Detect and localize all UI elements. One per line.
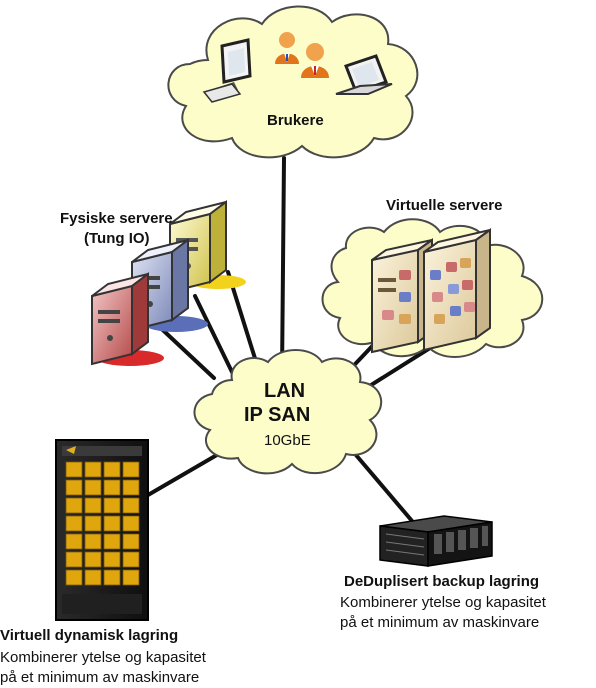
- storage-drive-bay: [103, 497, 121, 514]
- storage-drive-bay: [84, 479, 102, 496]
- link-blue-server: [193, 294, 234, 374]
- network-label-speed: 10GbE: [264, 432, 311, 449]
- laptop-icon: [335, 54, 393, 95]
- backup-storage-desc-1: Kombinerer ytelse og kapasitet: [340, 594, 546, 611]
- storage-drive-bay: [84, 461, 102, 478]
- virtual-storage-desc-1: Kombinerer ytelse og kapasitet: [0, 649, 206, 666]
- link-storage: [146, 450, 224, 497]
- storage-drive-bay: [122, 461, 140, 478]
- storage-drive-bay: [122, 479, 140, 496]
- storage-drive-bay: [103, 479, 121, 496]
- users-label: Brukere: [267, 112, 324, 129]
- link-backup: [348, 446, 420, 530]
- storage-drive-bay: [122, 533, 140, 550]
- storage-drive-bay: [84, 533, 102, 550]
- storage-drive-bay: [122, 515, 140, 532]
- storage-drive-bay: [65, 551, 83, 568]
- virtual-storage-array-icon: [55, 439, 149, 621]
- storage-drive-bay: [65, 515, 83, 532]
- storage-drive-bay: [65, 533, 83, 550]
- network-label-lan: LAN: [264, 380, 306, 402]
- link-yellow-server: [226, 270, 260, 370]
- storage-drive-bay: [84, 551, 102, 568]
- storage-drive-bay: [65, 569, 83, 586]
- backup-appliance-icon: [379, 515, 493, 567]
- backup-storage-title: DeDuplisert backup lagring: [344, 573, 540, 590]
- user-avatar-icon: [275, 32, 299, 64]
- virtual-server-host-icon: [423, 228, 491, 352]
- storage-drive-bay: [84, 497, 102, 514]
- storage-drive-bay: [103, 461, 121, 478]
- storage-drive-bay: [103, 551, 121, 568]
- virtual-storage-desc-2: på et minimum av maskinvare: [0, 669, 200, 686]
- storage-drive-bay: [65, 461, 83, 478]
- storage-drive-bay: [122, 569, 140, 586]
- storage-drive-bay: [103, 569, 121, 586]
- storage-drive-bay: [65, 497, 83, 514]
- desktop-computer-icon: [202, 38, 252, 103]
- link-users: [280, 156, 286, 377]
- storage-drive-bay: [103, 515, 121, 532]
- storage-drive-bay: [103, 533, 121, 550]
- virtual-storage-title: Virtuell dynamisk lagring: [0, 627, 179, 644]
- storage-drive-bay: [65, 479, 83, 496]
- storage-drive-bay: [122, 497, 140, 514]
- storage-drive-bay: [122, 551, 140, 568]
- virtual-servers-label: Virtuelle servere: [386, 197, 503, 214]
- physical-servers-label: Fysiske servere: [60, 210, 173, 227]
- physical-servers-sublabel: (Tung IO): [84, 230, 150, 247]
- backup-storage-desc-2: på et minimum av maskinvare: [340, 614, 540, 631]
- storage-drive-bay: [84, 515, 102, 532]
- user-avatar-icon: [301, 43, 329, 78]
- network-label-ipsan: IP SAN: [244, 404, 311, 426]
- storage-drive-bay: [84, 569, 102, 586]
- physical-server-red-icon: [91, 272, 149, 366]
- network-cloud: [193, 349, 383, 475]
